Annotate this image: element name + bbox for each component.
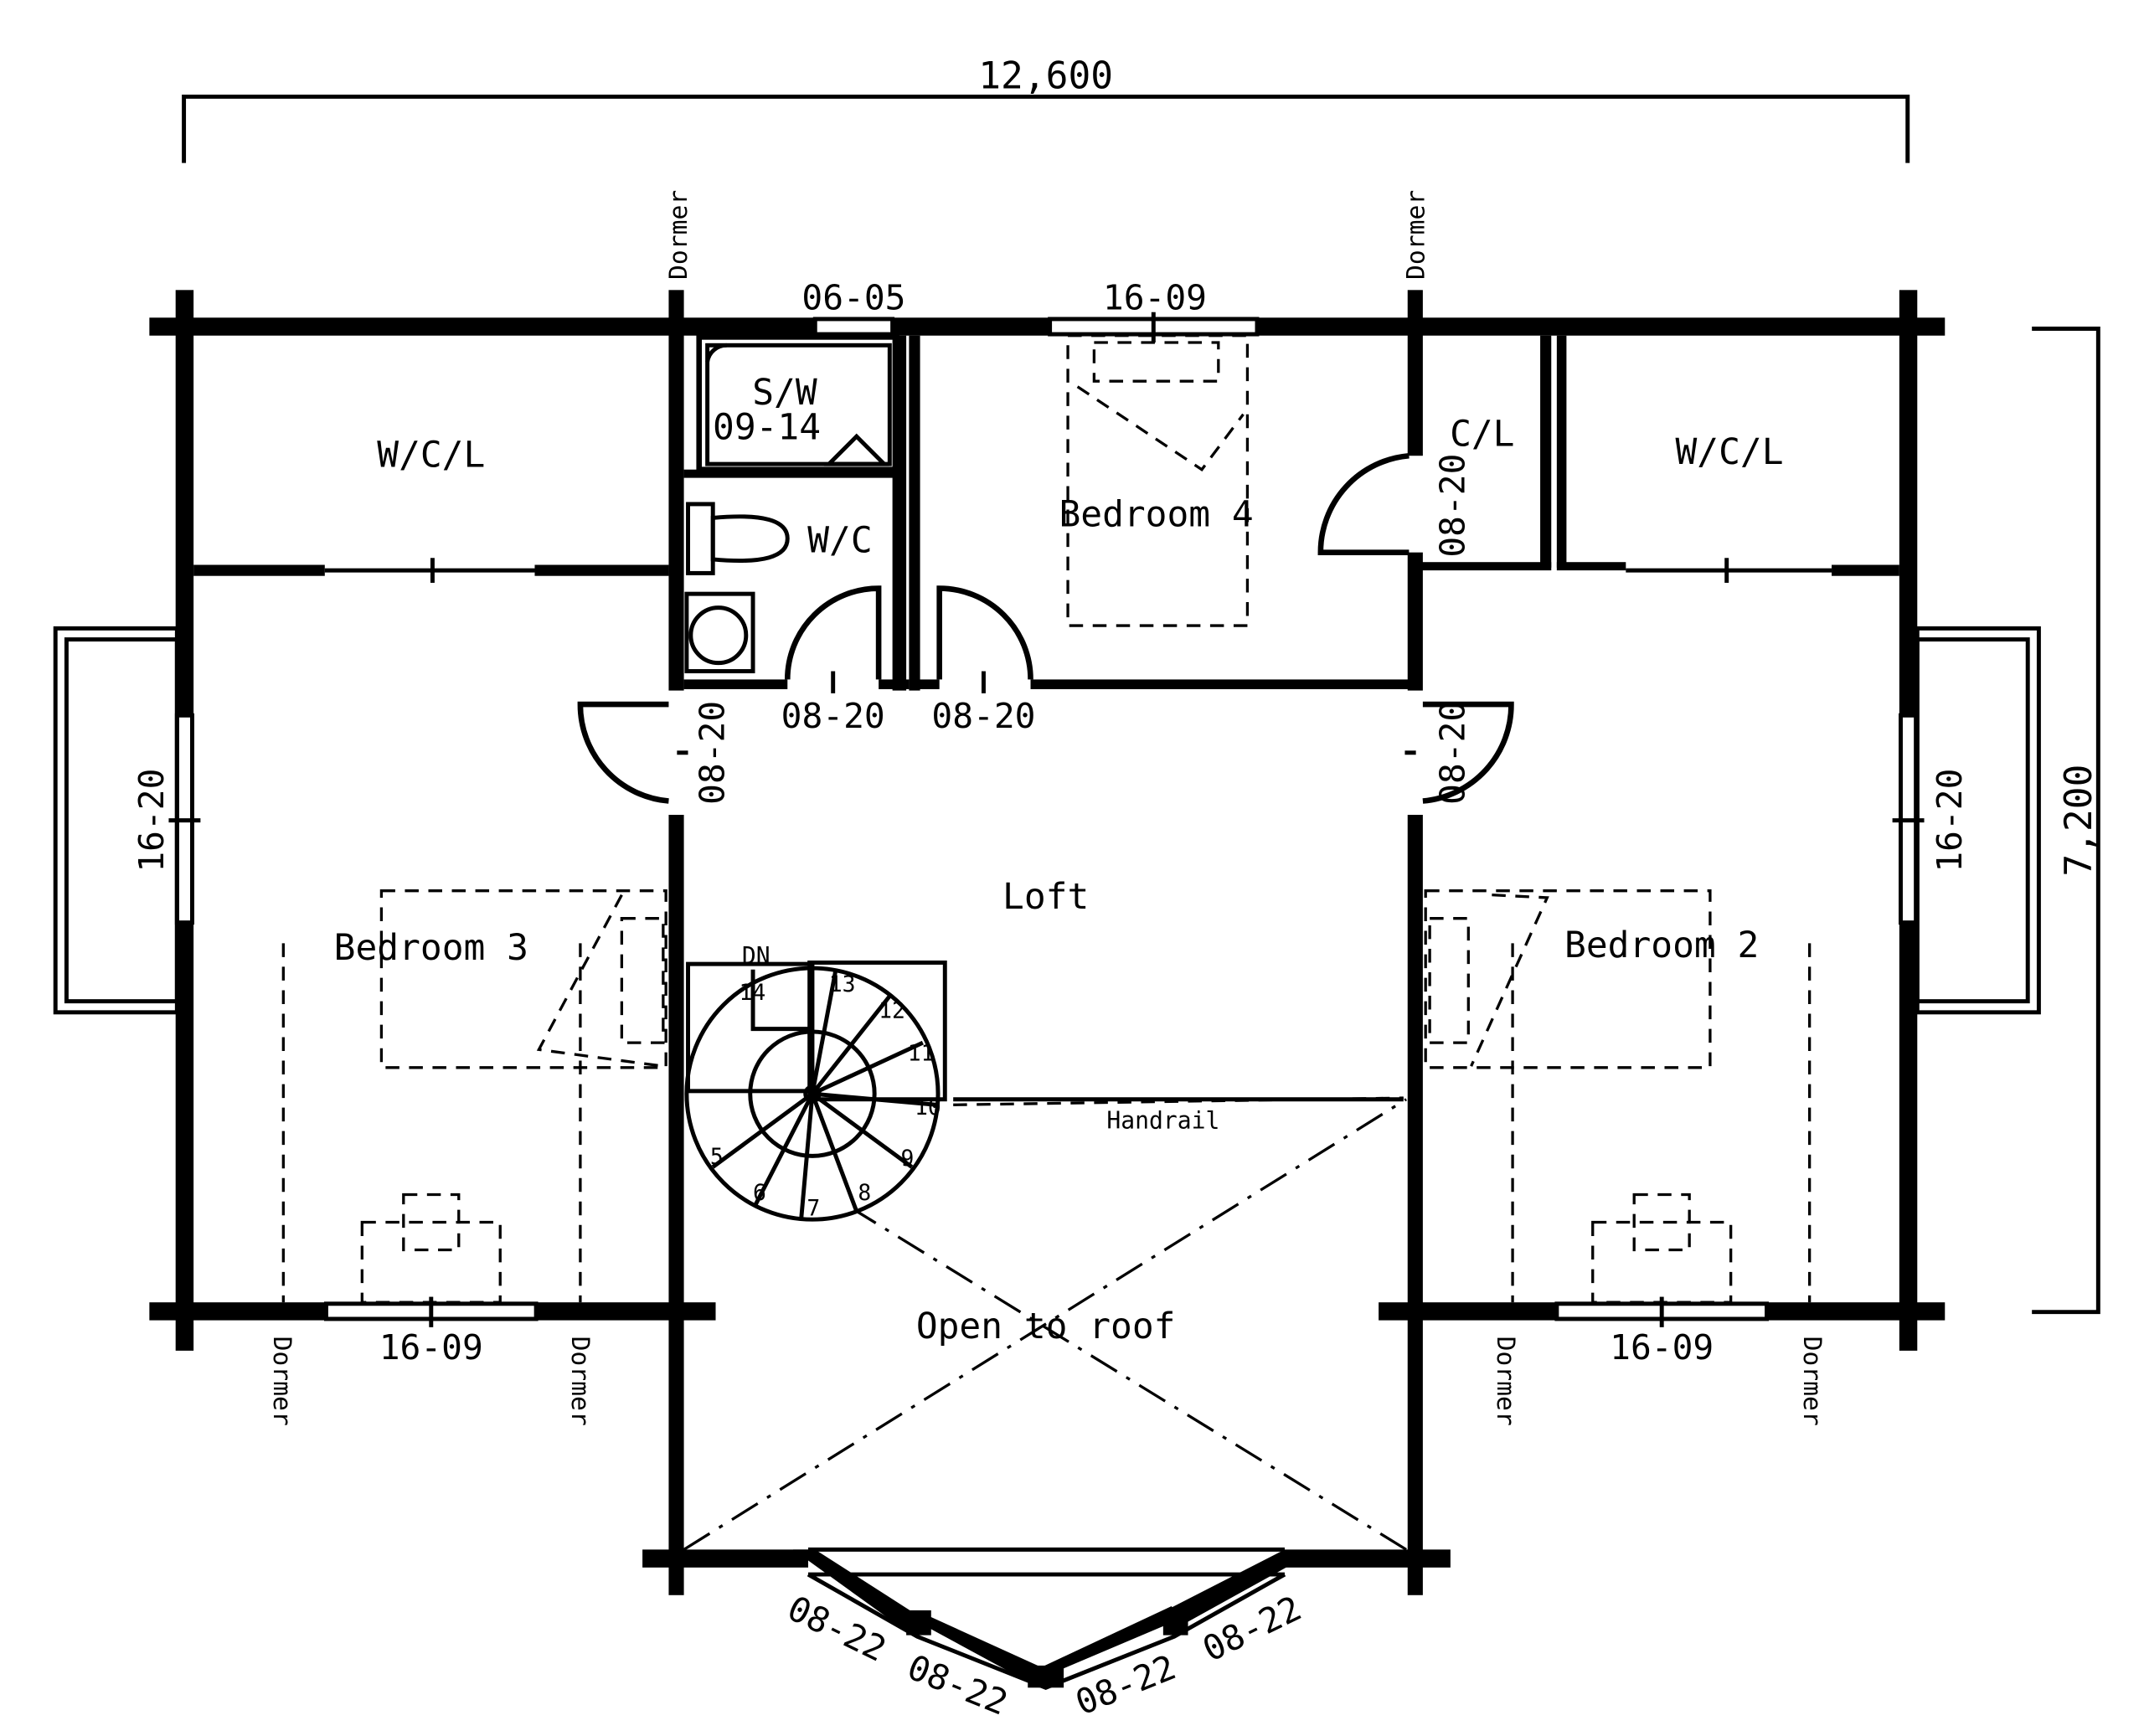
spiral-stair: DN 14 13 12 11 10 9 8 7 6 5 Handrail [684,942,1404,1222]
stair-step-14: 14 [740,981,766,1006]
window-bottom-left-label: 16-09 [379,1327,483,1368]
room-sw-code: 09-14 [713,406,821,448]
room-wc: W/C [807,520,872,562]
bay-window [792,1547,1299,1690]
stair-step-9: 9 [901,1146,915,1172]
stair-step-11: 11 [908,1042,935,1067]
window-top-small [812,317,895,337]
room-wcl-right: W/C/L [1675,431,1783,473]
door-bed4-label: 08-20 [931,696,1035,736]
stair-step-12: 12 [879,998,905,1023]
interior-walls [193,290,1899,691]
door-bed2-label: 08-20 [1432,701,1472,805]
dormer-labels: Dormer Dormer Dormer Dormer Dormer Dorme… [268,190,1827,1426]
stair-step-5: 5 [710,1145,724,1170]
window-left-side-label: 16-20 [131,769,172,873]
door-labels: 08-20 08-20 08-20 08-20 08-20 [692,454,1472,805]
door-bed3-swing [577,701,669,804]
dormer-top-right: Dormer [1401,190,1430,280]
window-top-bed4-label: 16-09 [1103,277,1207,317]
handrail-label: Handrail [1106,1106,1219,1134]
stair-step-7: 7 [807,1196,820,1221]
door-cl-swing [1317,452,1410,555]
room-bedroom3: Bedroom 3 [334,927,528,969]
room-wcl-left: W/C/L [377,434,485,476]
dormer-bottom-right-2: Dormer [1798,1337,1827,1426]
room-open-to-roof: Open to roof [916,1306,1176,1347]
room-cl: C/L [1450,414,1514,456]
dormer-top-left: Dormer [663,190,693,280]
door-cl-label: 08-20 [1432,454,1472,558]
window-labels: 06-05 16-09 16-20 16-20 16-09 16-09 08-2… [131,277,1970,1723]
fixtures [281,334,1812,1304]
stair-step-10: 10 [915,1095,941,1120]
stair-step-6: 6 [753,1181,766,1206]
window-top-small-label: 06-05 [801,277,905,317]
door-wc-label: 08-20 [781,696,885,736]
room-sw: S/W [752,372,817,414]
door-bed2-swing [1422,701,1514,804]
room-bedroom4: Bedroom 4 [1059,493,1253,535]
stair-dn-label: DN [742,942,770,970]
width-dimension-label: 12,600 [978,55,1113,98]
door-bed4-swing [936,585,1033,680]
depth-dimension-label: 7,200 [2058,765,2100,877]
room-loft: Loft [1002,876,1089,918]
window-right-side-label: 16-20 [1930,769,1970,873]
door-bed3-label: 08-20 [692,701,732,805]
doors [577,452,1514,804]
room-bedroom2: Bedroom 2 [1564,925,1759,966]
room-labels: W/C/L W/C/L S/W 09-14 W/C Bedroom 4 C/L … [334,372,1784,1347]
depth-dimension: 7,200 [2032,327,2100,1315]
dormer-bottom-right-1: Dormer [1492,1337,1521,1426]
stair-step-13: 13 [829,972,856,997]
stair-step-8: 8 [858,1181,871,1206]
window-bottom-right-label: 16-09 [1610,1327,1714,1368]
open-to-roof-lines [683,1098,1407,1551]
door-wc-swing [784,585,882,680]
width-dimension: 12,600 [182,55,1910,163]
dormer-bottom-left-2: Dormer [566,1337,595,1426]
dormer-bottom-left-1: Dormer [268,1337,297,1426]
windows [53,312,2041,1327]
